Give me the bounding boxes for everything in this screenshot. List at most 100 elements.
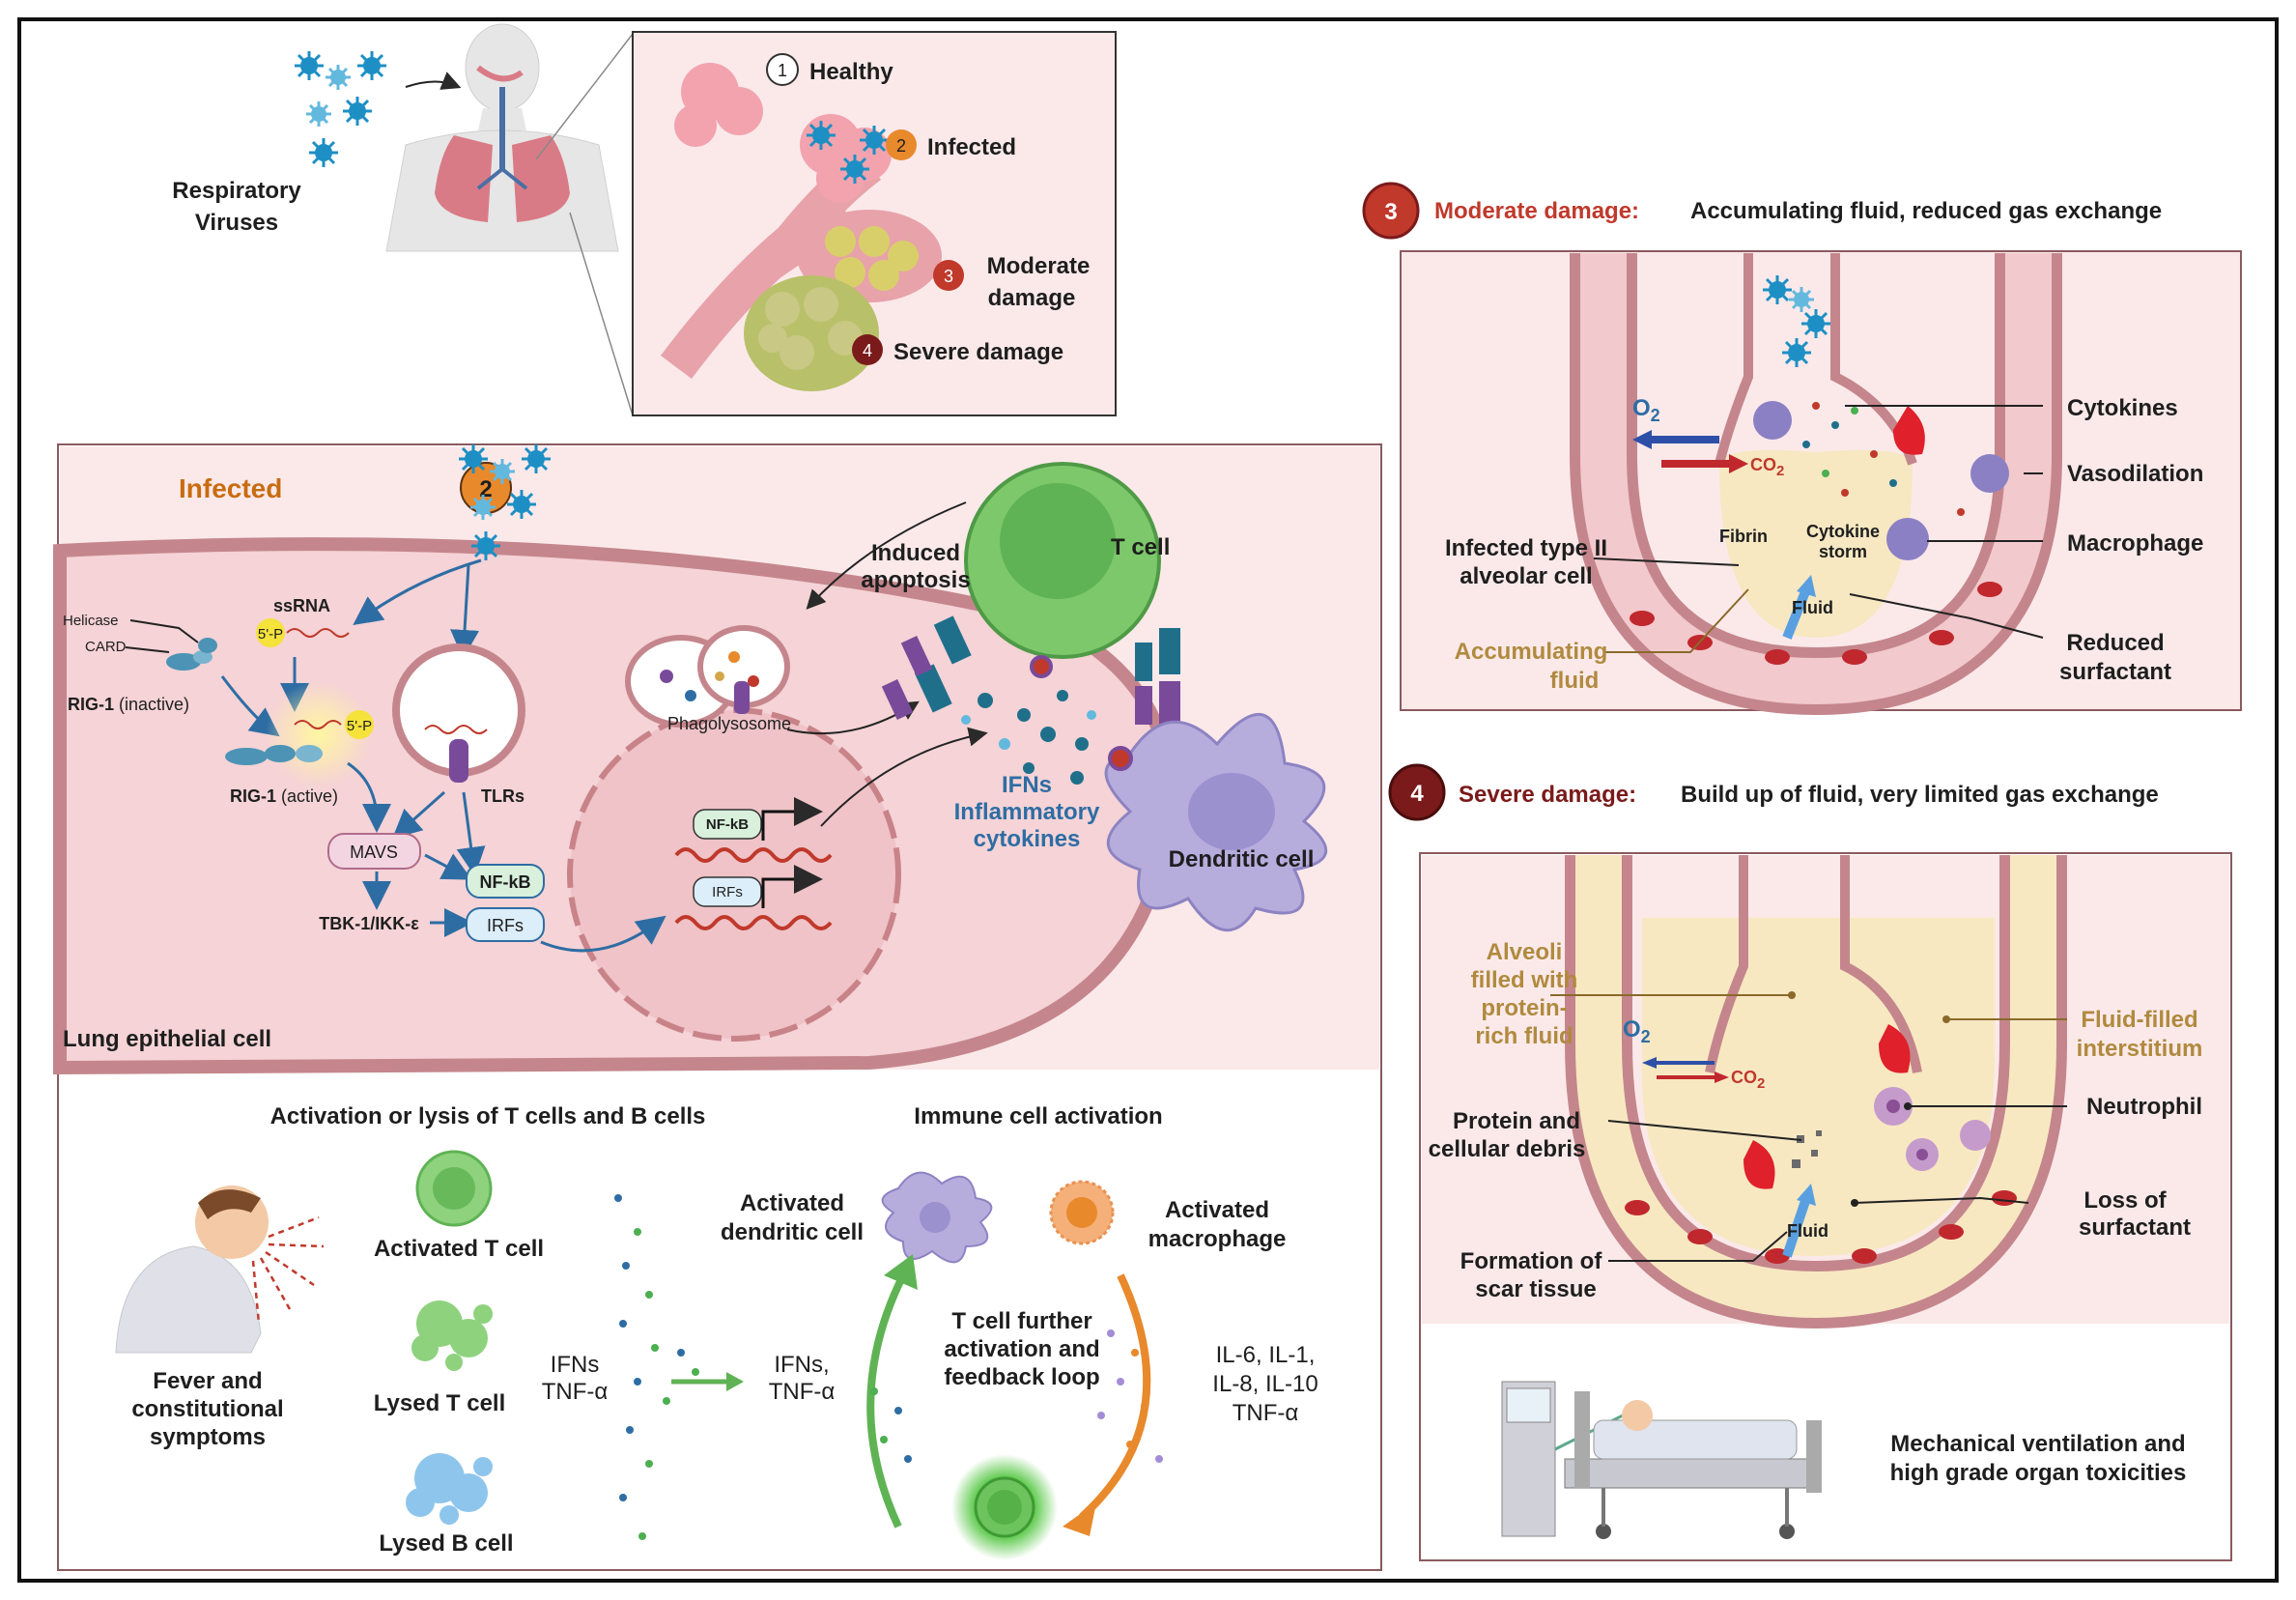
cytokines-label: cytokines: [974, 826, 1081, 852]
macrophage-top: [1753, 401, 1792, 440]
ifns-tnf-label-2: TNF-α: [542, 1379, 609, 1405]
nfkb-gene-label: NF-kB: [706, 816, 749, 833]
moderate-badge: [1362, 182, 1420, 240]
virus-icon: [293, 49, 326, 82]
macrophage-label: Macrophage: [2067, 530, 2203, 557]
mech-label-2: high grade organ toxicities: [1890, 1460, 2187, 1486]
virus-icon: [307, 136, 340, 169]
card-label: CARD: [85, 639, 127, 655]
stage-1-number: 1: [778, 61, 787, 80]
severe-badge: [1388, 763, 1446, 821]
cytokine-storm-particles: [1802, 402, 1965, 516]
reduced-label-1: Reduced: [2066, 630, 2164, 656]
macrophage: [1886, 518, 1929, 560]
nfkb-box: [466, 864, 545, 899]
severe-desc: Build up of fluid, very limited gas exch…: [1681, 782, 2159, 808]
stage-3-badge: [933, 260, 964, 291]
five-prime-label-active: 5'-P: [347, 718, 372, 734]
fever-label-3: symptoms: [150, 1424, 266, 1450]
alveoli-label-2: filled with: [1471, 967, 1578, 993]
il-label-3: TNF-α: [1233, 1400, 1299, 1426]
outer-frame: [17, 17, 2279, 1583]
stage-2-badge: [886, 129, 917, 160]
infected-cell-label-1: Infected type II: [1445, 535, 1607, 561]
infected-cell-label-2: alveolar cell: [1460, 563, 1592, 589]
vasodilation-label: Vasodilation: [2067, 461, 2203, 487]
irfs-label: IRFs: [487, 916, 524, 935]
immune-activation-panel: Activation or lysis of T cells and B cel…: [115, 1103, 1318, 1560]
infected-cell: [1893, 406, 1925, 455]
healthy-alveolus: [674, 63, 763, 147]
cytokine-particles: [961, 690, 1096, 785]
stage-4-number: 4: [863, 341, 872, 360]
infected-title: Infected: [179, 473, 282, 503]
moderate-damage-panel: 3 Moderate damage: Accumulating fluid, r…: [1362, 182, 2242, 716]
infected-panel: 2 Infected Helicase CARD RIG-1 (inactive…: [53, 443, 1382, 1571]
ifns-tnf2-label-1: IFNs,: [774, 1352, 829, 1378]
ventilator-bed-illustration: [1501, 1381, 1822, 1539]
storm-label-1: Cytokine: [1806, 522, 1880, 541]
co2-label-severe: CO2: [1731, 1068, 1765, 1092]
lysed-t-cell: [411, 1300, 493, 1371]
loss-label-2: surfactant: [2079, 1214, 2191, 1241]
loop-label-1: T cell further: [951, 1308, 1091, 1334]
irfs-gene-label: IRFs: [712, 884, 743, 900]
fever-label-2: constitutional: [131, 1396, 283, 1422]
reduced-label-2: surfactant: [2059, 659, 2171, 685]
activated-dc-label-2: dendritic cell: [721, 1219, 864, 1245]
activated-mac-label-1: Activated: [1165, 1197, 1269, 1223]
il-label-2: IL-8, IL-10: [1212, 1371, 1318, 1397]
scar-label-2: scar tissue: [1475, 1276, 1596, 1302]
induced-label-1: Induced: [871, 540, 960, 566]
helicase-label: Helicase: [63, 613, 119, 629]
stage-4-badge: [852, 334, 883, 365]
five-prime-label: 5'-P: [258, 626, 283, 643]
severe-title: Severe damage:: [1459, 782, 1636, 808]
fever-person-illustration: [115, 1186, 325, 1354]
heading-activation-lysis: Activation or lysis of T cells and B cel…: [270, 1103, 706, 1129]
storm-label-2: storm: [1819, 542, 1867, 561]
stage-moderate-label-2: damage: [988, 285, 1076, 311]
virus-icon: [324, 63, 353, 92]
protein-label-1: Protein and: [1453, 1108, 1580, 1134]
alveoli-stages-inset: 1 Healthy 2 Infected 3 Moderate damage 4…: [632, 31, 1117, 416]
moderate-title: Moderate damage:: [1434, 198, 1639, 224]
heading-immune-activation: Immune cell activation: [914, 1103, 1162, 1129]
ssrna-label: ssRNA: [273, 596, 330, 615]
irfs-box: [466, 907, 545, 942]
tbk-label: TBK-1/IKK-ε: [319, 914, 419, 933]
fever-label-1: Fever and: [153, 1368, 262, 1394]
ssrna-strand: [286, 628, 350, 638]
stage-infected-label: Infected: [927, 134, 1016, 160]
neutrophils: [1874, 1087, 1991, 1171]
stage-3-number: 3: [944, 267, 953, 286]
il-label-1: IL-6, IL-1,: [1216, 1342, 1316, 1368]
o2-label-moderate: O2: [1632, 395, 1660, 425]
irfs-gene: IRFs: [674, 865, 833, 930]
alveoli-label-1: Alveoli: [1487, 939, 1563, 965]
moderate-desc: Accumulating fluid, reduced gas exchange: [1690, 198, 2162, 224]
severe-alveolus: [744, 275, 879, 391]
phagolysosome: [625, 625, 790, 728]
ifns-tnf-label-1: IFNs: [551, 1352, 600, 1378]
cytokine-dots-left: [614, 1194, 699, 1540]
accum-label-2: fluid: [1550, 668, 1600, 694]
virus-icon: [304, 100, 333, 129]
stage-severe-label: Severe damage: [893, 339, 1063, 365]
o2-label-severe: O2: [1623, 1016, 1651, 1046]
fibrin-label: Fibrin: [1719, 527, 1768, 546]
tlr-receptor: [449, 739, 468, 783]
stage-2-number: 2: [896, 136, 906, 156]
virus-icon: [341, 95, 374, 128]
fluid-int-label-1: Fluid-filled: [2081, 1007, 2197, 1033]
loss-label-1: Loss of: [2083, 1187, 2167, 1214]
t-cell-label: T cell: [1111, 534, 1170, 560]
rig1-active-label: RIG-1 (active): [230, 786, 338, 806]
alveoli-label-4: rich fluid: [1475, 1023, 1573, 1049]
five-prime-cap: [256, 618, 285, 647]
stage-moderate-label-1: Moderate: [987, 253, 1091, 279]
activated-macrophage: [1049, 1180, 1115, 1245]
virus-icon: [355, 49, 388, 82]
cytokine-dots-loop: [870, 1329, 1163, 1463]
